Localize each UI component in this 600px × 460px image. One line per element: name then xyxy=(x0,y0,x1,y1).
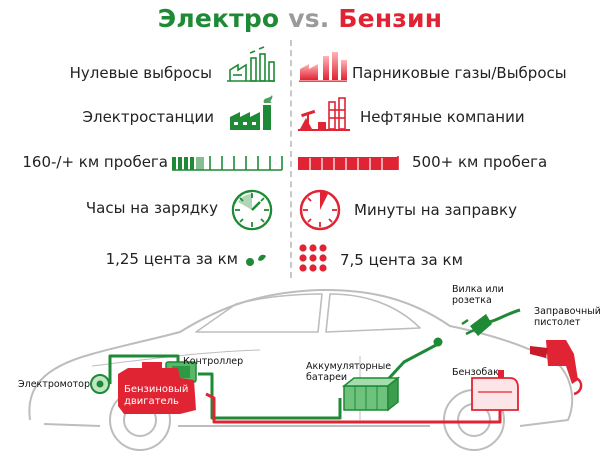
gasoline-label-range: 500+ км пробега xyxy=(412,153,548,171)
battery-icon xyxy=(341,376,401,412)
polluting-factory-icon xyxy=(299,52,347,82)
center-divider xyxy=(290,40,292,278)
label-nozzle-line1: Заправочный xyxy=(534,306,600,317)
oil-refinery-icon xyxy=(298,97,350,131)
title-gasoline: Бензин xyxy=(338,4,443,33)
title-electric: Электро xyxy=(157,4,280,33)
gasoline-engine-icon xyxy=(118,362,196,414)
label-controller: Контроллер xyxy=(183,356,244,367)
label-engine-line1: Бензиновый xyxy=(124,384,189,395)
title-vs: vs. xyxy=(288,4,330,33)
fuel-tank-icon xyxy=(471,370,519,411)
label-plug-line2: розетка xyxy=(452,295,492,306)
label-fuel-tank: Бензобак xyxy=(452,367,499,378)
power-plant-icon xyxy=(230,95,273,130)
label-plug-line1: Вилка или xyxy=(452,284,504,295)
hybrid-car-diagram xyxy=(28,288,583,451)
electric-label-cost: 1,25 цента за км xyxy=(105,250,238,268)
label-nozzle-line2: пистолет xyxy=(534,317,581,328)
charge-port-icon xyxy=(433,337,443,347)
gasoline-label-source: Нефтяные компании xyxy=(360,108,525,126)
electric-coins-icon xyxy=(246,254,266,266)
label-engine-line2: двигатель xyxy=(124,396,179,407)
electric-label-source: Электростанции xyxy=(82,108,214,126)
page-title: Электро vs. Бензин xyxy=(0,4,600,33)
gasoline-label-cost: 7,5 цента за км xyxy=(340,251,463,269)
fuel-nozzle-icon xyxy=(530,340,583,396)
charging-plug-icon xyxy=(461,308,521,336)
stopwatch-icon xyxy=(299,189,341,231)
label-electric-motor: Электромотор xyxy=(18,379,91,390)
gasoline-label-emissions: Парниковые газы/Выбросы xyxy=(352,64,567,82)
label-battery-line1: Аккумуляторные xyxy=(306,361,392,372)
electric-label-range: 160-/+ км пробега xyxy=(22,153,168,171)
label-battery-line2: батареи xyxy=(306,372,348,383)
clean-factory-icon xyxy=(227,46,275,82)
gasoline-coins-icon xyxy=(299,244,327,272)
electric-motor-icon xyxy=(90,374,110,394)
gasoline-label-refuel-time: Минуты на заправку xyxy=(354,201,517,219)
gasoline-range-bar-icon xyxy=(298,156,399,170)
electric-label-charge-time: Часы на зарядку xyxy=(85,199,218,217)
electric-range-bar-icon xyxy=(172,156,283,171)
electric-label-emissions: Нулевые выбросы xyxy=(69,64,212,82)
clock-icon xyxy=(231,189,273,231)
